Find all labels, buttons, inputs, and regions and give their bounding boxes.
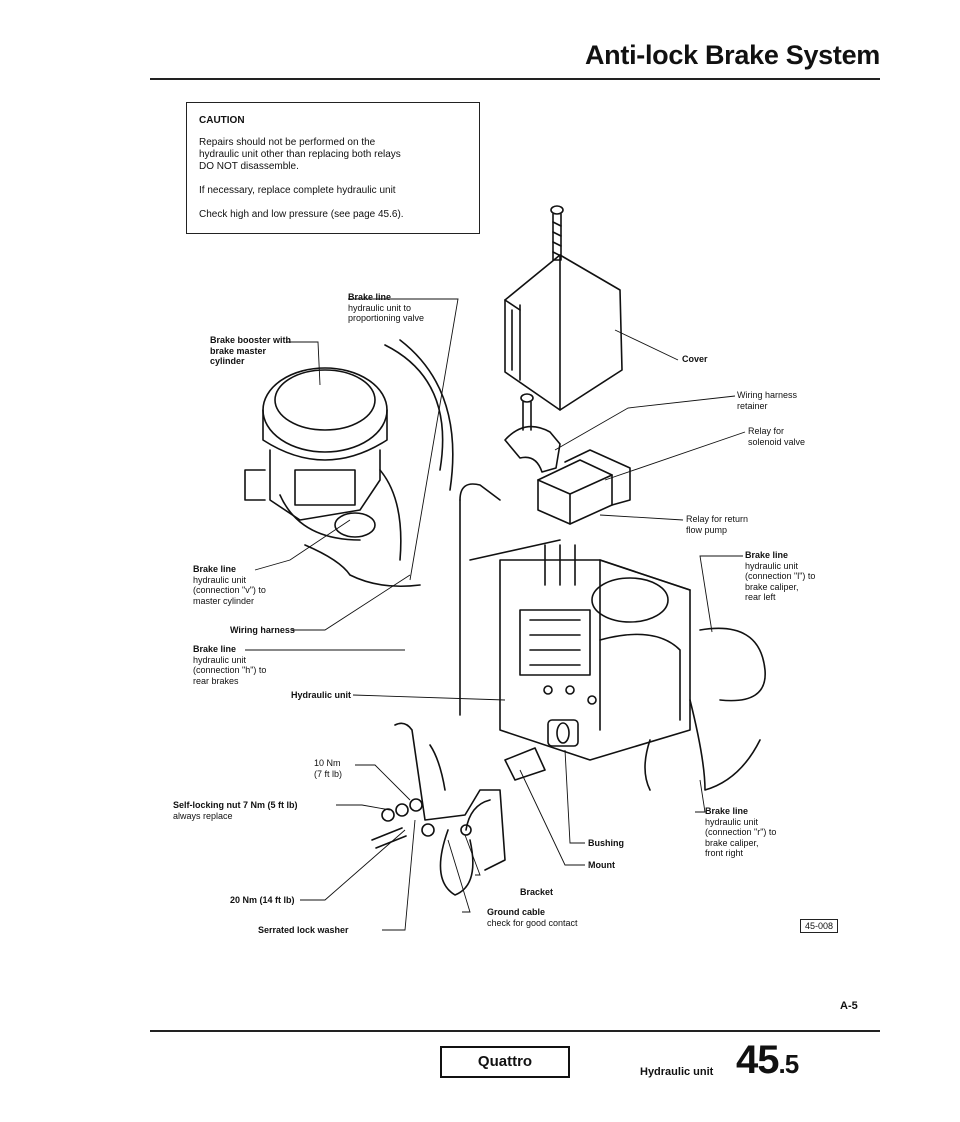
section-number: 45.5 — [736, 1038, 799, 1082]
leader-lines — [245, 298, 746, 931]
caution-line: hydraulic unit other than replacing both… — [199, 149, 401, 160]
label-serrated-lock-washer: Serrated lock washer — [258, 925, 349, 935]
brake-lines-right — [644, 627, 766, 791]
label-bracket: Bracket — [520, 887, 554, 897]
bracket — [394, 722, 506, 871]
caution-line: Repairs should not be performed on the — [199, 137, 376, 148]
label-brake-line-rear-left: Brake line hydraulic unit (connection "l… — [745, 550, 816, 602]
footer-rule — [150, 1030, 880, 1032]
header-rule — [150, 78, 880, 80]
hydraulic-unit — [499, 544, 691, 761]
mount — [504, 747, 546, 781]
label-torque-20nm: 20 Nm (14 ft lb) — [230, 895, 295, 905]
fasteners — [371, 798, 472, 849]
label-relay-solenoid: Relay for solenoid valve — [748, 426, 806, 447]
label-brake-line-rear: Brake line hydraulic unit (connection "h… — [193, 644, 267, 686]
bushing — [547, 719, 579, 747]
label-wiring-harness: Wiring harness — [230, 625, 295, 635]
page-title: Anti-lock Brake System — [584, 40, 880, 70]
label-wiring-harness-retainer: Wiring harness retainer — [737, 390, 798, 411]
page-reference: A-5 — [840, 1000, 858, 1012]
cover — [504, 254, 623, 411]
brake-booster — [244, 339, 454, 561]
label-brake-line-front-right: Brake line hydraulic unit (connection "r… — [705, 806, 777, 858]
retainer-bolt — [520, 393, 534, 431]
label-hydraulic-unit: Hydraulic unit — [291, 690, 352, 700]
label-self-locking-nut: Self-locking nut 7 Nm (5 ft lb) always r… — [173, 800, 298, 821]
label-relay-return-pump: Relay for return flow pump — [686, 514, 749, 535]
label-brake-line-proportioning: Brake line hydraulic unit to proportioni… — [348, 292, 425, 323]
label-cover: Cover — [682, 354, 708, 364]
label-torque-10nm: 10 Nm (7 ft lb) — [314, 758, 343, 779]
relays — [537, 449, 631, 525]
brake-lines-left — [304, 483, 561, 716]
wiring-harness-retainer — [504, 425, 561, 473]
caution-heading: CAUTION — [199, 115, 245, 126]
label-bushing: Bushing — [588, 838, 624, 848]
label-brake-line-master: Brake line hydraulic unit (connection "v… — [193, 564, 266, 606]
label-brake-booster: Brake booster with brake master cylinder — [210, 335, 292, 366]
ground-cable — [439, 799, 491, 896]
top-bolt — [550, 205, 564, 261]
caution-line: If necessary, replace complete hydraulic… — [199, 185, 396, 196]
caution-line: Check high and low pressure (see page 45… — [199, 209, 404, 220]
label-mount: Mount — [588, 860, 615, 870]
label-ground-cable: Ground cable check for good contact — [487, 907, 578, 928]
section-label: Hydraulic unit — [640, 1066, 714, 1078]
caution-box: CAUTION Repairs should not be performed … — [186, 102, 480, 234]
model-badge: Quattro — [440, 1046, 570, 1078]
caution-line: DO NOT disassemble. — [199, 161, 299, 172]
figure-code: 45-008 — [800, 919, 839, 933]
